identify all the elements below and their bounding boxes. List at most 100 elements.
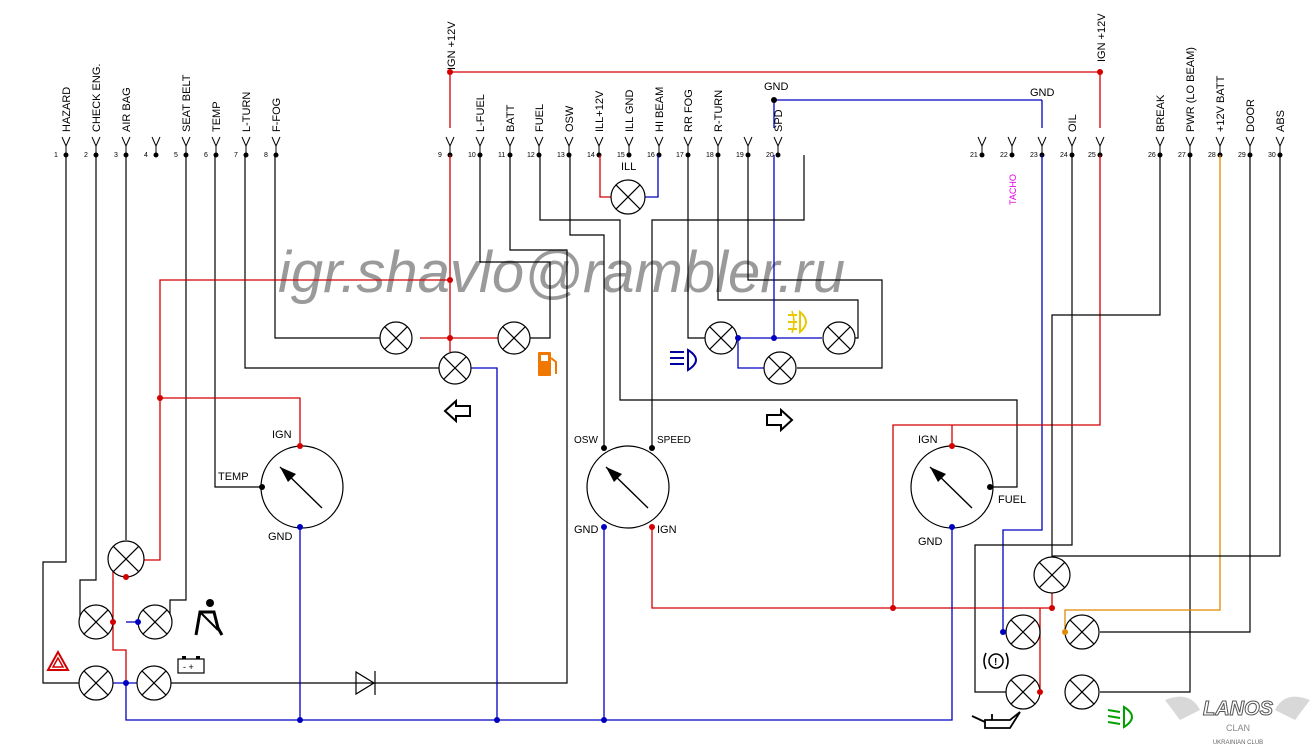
right-turn-lamp [763,351,797,385]
gnd-label-23: GND [1030,87,1055,99]
pin-label: L-FUEL [475,94,487,132]
pin-label: +12V BATT [1215,75,1227,132]
hi-beam-lamp [704,321,738,355]
pin-14: 14 ILL+12V [587,90,606,159]
pin-23: 23 [1030,136,1047,159]
high-beam-icon [670,348,697,372]
pin-number: 10 [468,152,476,159]
logo-line1: LANOS [1203,698,1274,720]
pin-21: 21 [970,136,987,159]
pin-label: PWR (LO BEAM) [1185,47,1197,132]
pin-label: AIR BAG [121,87,133,132]
pin-label: BREAK [1155,94,1167,132]
rear-fog-lamp [822,321,856,355]
pin-number: 23 [1030,152,1038,159]
left-turn-lamp [438,351,472,385]
fuel-gauge-gnd-label: GND [918,536,943,548]
left-turn-arrow-icon [443,398,471,424]
ill-label: ILL [621,161,636,173]
front-fog-icon [788,309,807,335]
speedometer-ign-label: IGN [657,524,677,536]
pin-label: CHECK ENG. [91,64,103,132]
pin-label: RR FOG [683,89,695,132]
gnd-label-19: GND [764,81,789,93]
pin-label: DOOR [1245,99,1257,132]
pin-label: OIL [1067,114,1079,132]
seat-belt-lamp [137,604,173,640]
speedometer-gnd-label: GND [574,524,599,536]
ign-label-right: IGN +12V [1096,13,1108,62]
pin-18: 18 R-TURN [706,90,725,159]
pin-number: 12 [527,152,535,159]
pin-label: SEAT BELT [181,74,193,132]
temp-gauge-ign-label: IGN [272,429,292,441]
pin-10: 10 L-FUEL [468,94,487,159]
pin-number: 19 [736,152,744,159]
oil-lamp [1005,674,1041,710]
pin-number: 25 [1088,152,1096,159]
logo-line2: CLAN [1226,723,1250,733]
pin-7: 7L-TURN [234,92,253,159]
pin-25: 25 [1088,136,1105,159]
oil-pressure-icon [971,711,1021,729]
door-lamp [1064,614,1100,650]
right-turn-arrow-icon [766,407,794,433]
pin-24: 24 OIL [1060,114,1079,159]
front-fog-lamp [379,321,413,355]
pin-number: 18 [706,152,714,159]
pin-22: 22 [1000,136,1017,159]
hazard-lamp [78,665,114,701]
pin-28: 28+12V BATT [1208,75,1227,159]
pin-number: 22 [1000,152,1008,159]
pin-number: 3 [114,152,118,159]
pin-number: 24 [1060,152,1068,159]
watermark-email: igr.shavlo@rambler.ru [278,240,845,305]
pin-number: 26 [1148,152,1156,159]
logo-line3: UKRAINIAN CLUB [1213,740,1263,746]
airbag-lamp [107,540,145,578]
pin-2: 2 CHECK ENG. [84,64,103,159]
pin-8: 8F-FOG [264,98,283,159]
pin-label: ILL+12V [594,90,606,132]
lo-beam-lamp [1064,674,1100,710]
hazard-triangle-icon [46,649,70,671]
indicator-lamps [78,179,1100,710]
pin-11: 11 BATT [498,104,517,159]
speedometer-speed-label: SPEED [657,435,691,446]
tacho-label: TACHO [1008,174,1018,205]
temp-gauge-temp-label: TEMP [218,471,249,483]
pin-number: 9 [438,152,442,159]
pin-label: BATT [505,104,517,132]
lanos-clan-logo: LANOS CLAN UKRAINIAN CLUB [1165,696,1310,746]
pin-19: 19 [736,136,753,159]
pin-number: 21 [970,152,978,159]
pin-label: FUEL [534,104,546,132]
ign-label-left: IGN +12V [446,21,458,70]
pin-number: 2 [84,152,88,159]
pin-number: 1 [54,152,58,159]
pin-label: R-TURN [713,90,725,132]
pin-number: 11 [498,152,505,159]
temp-gauge: IGN TEMP GND [218,429,344,543]
battery-lamp [136,665,172,701]
low-fuel-lamp [497,321,531,355]
svg-text:!: ! [994,657,997,668]
pin-number: 5 [174,152,178,159]
pin-label: L-TURN [241,92,253,132]
diode-symbol [355,670,376,696]
fuel-gauge-fuel-label: FUEL [998,494,1026,506]
pin-number: 14 [587,152,595,159]
brake-lamp [1005,614,1041,650]
pin-3: 3 AIR BAG [114,87,133,159]
pin-label: TEMP [211,101,223,132]
check-engine-lamp [78,604,114,640]
